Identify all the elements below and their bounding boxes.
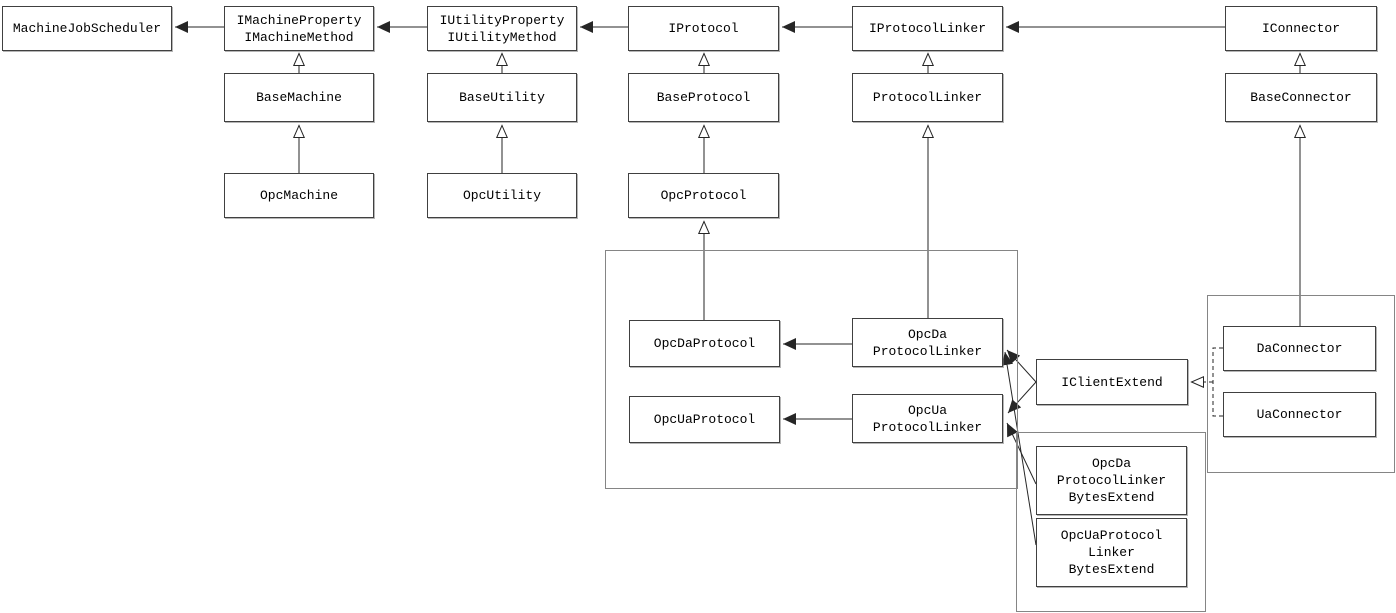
class-label: BaseConnector [1250, 90, 1352, 105]
class-box-opcdaprotocollinker[interactable]: OpcDa ProtocolLinker [852, 318, 1003, 367]
class-label: ProtocolLinker [1056, 473, 1167, 488]
class-box-opcprotocol[interactable]: OpcProtocol [628, 173, 779, 218]
class-box-iconnector[interactable]: IConnector [1225, 6, 1377, 51]
class-label: IClientExtend [1061, 374, 1163, 390]
class-label: BytesExtend [1068, 490, 1155, 505]
class-box-daconnector[interactable]: DaConnector [1223, 326, 1376, 371]
class-label: IMachineProperty [236, 12, 362, 28]
class-label: IProtocol [668, 21, 739, 36]
class-label: OpcProtocol [660, 188, 747, 203]
class-label: OpcDaProtocol [653, 336, 756, 351]
class-box-iutilityproperty-iutilitymethod[interactable]: IUtilityProperty IUtilityMethod [427, 6, 577, 51]
class-label: IMachineMethod [244, 29, 354, 45]
class-box-opcuaprotocollinkerbytesextend[interactable]: OpcUaProtocol Linker BytesExtend [1036, 518, 1187, 587]
class-label: OpcUa [907, 402, 947, 418]
class-label: BaseProtocol [656, 90, 751, 105]
class-box-iclientextend[interactable]: IClientExtend [1036, 359, 1188, 405]
edge-iclientextend-to-opcualinker [1007, 381, 1037, 414]
class-label: ProtocolLinker [872, 90, 983, 105]
class-label: OpcUtility [462, 188, 541, 203]
class-box-iprotocollinker[interactable]: IProtocolLinker [852, 6, 1003, 51]
class-label: MachineJobScheduler [12, 21, 162, 36]
class-label: IUtilityMethod [447, 29, 557, 45]
class-label: UaConnector [1256, 407, 1343, 422]
connector-group-container [1207, 295, 1395, 473]
class-box-opcdaprotocollinkerbytesextend[interactable]: OpcDa ProtocolLinker BytesExtend [1036, 446, 1187, 515]
class-box-imachineproperty-imachinemethod[interactable]: IMachineProperty IMachineMethod [224, 6, 374, 51]
class-box-iprotocol[interactable]: IProtocol [628, 6, 779, 51]
class-label: BaseMachine [256, 90, 342, 105]
bytes-extend-group-container [1016, 432, 1206, 612]
class-box-machinejobscheduler[interactable]: MachineJobScheduler [2, 6, 172, 51]
class-label: IConnector [1261, 21, 1340, 36]
class-label: OpcUaProtocol [653, 412, 756, 427]
class-box-baseconnector[interactable]: BaseConnector [1225, 73, 1377, 122]
class-label: IProtocolLinker [868, 21, 987, 36]
class-box-baseutility[interactable]: BaseUtility [427, 73, 577, 122]
class-label: ProtocolLinker [872, 343, 983, 359]
class-label: ProtocolLinker [872, 419, 983, 435]
protocol-group-container [605, 250, 1018, 489]
class-box-opcdaprotocol[interactable]: OpcDaProtocol [629, 320, 780, 367]
class-box-opcmachine[interactable]: OpcMachine [224, 173, 374, 218]
class-box-opcutility[interactable]: OpcUtility [427, 173, 577, 218]
class-box-opcuaprotocollinker[interactable]: OpcUa ProtocolLinker [852, 394, 1003, 443]
class-box-basemachine[interactable]: BaseMachine [224, 73, 374, 122]
edge-opcuabytes-to-opcdalinker [1001, 351, 1037, 546]
class-label: BytesExtend [1068, 562, 1155, 577]
class-label: OpcDa [1091, 456, 1131, 471]
class-box-opcuaprotocol[interactable]: OpcUaProtocol [629, 396, 780, 443]
class-label: OpcMachine [259, 188, 338, 203]
class-label: Linker [1088, 545, 1135, 560]
class-label: IUtilityProperty [439, 12, 565, 28]
class-label: BaseUtility [459, 90, 545, 105]
class-label: OpcUaProtocol [1060, 528, 1163, 543]
class-box-uaconnector[interactable]: UaConnector [1223, 392, 1376, 437]
class-box-baseprotocol[interactable]: BaseProtocol [628, 73, 779, 122]
class-label: OpcDa [907, 326, 947, 342]
class-label: DaConnector [1256, 341, 1343, 356]
class-box-protocollinker[interactable]: ProtocolLinker [852, 73, 1003, 122]
